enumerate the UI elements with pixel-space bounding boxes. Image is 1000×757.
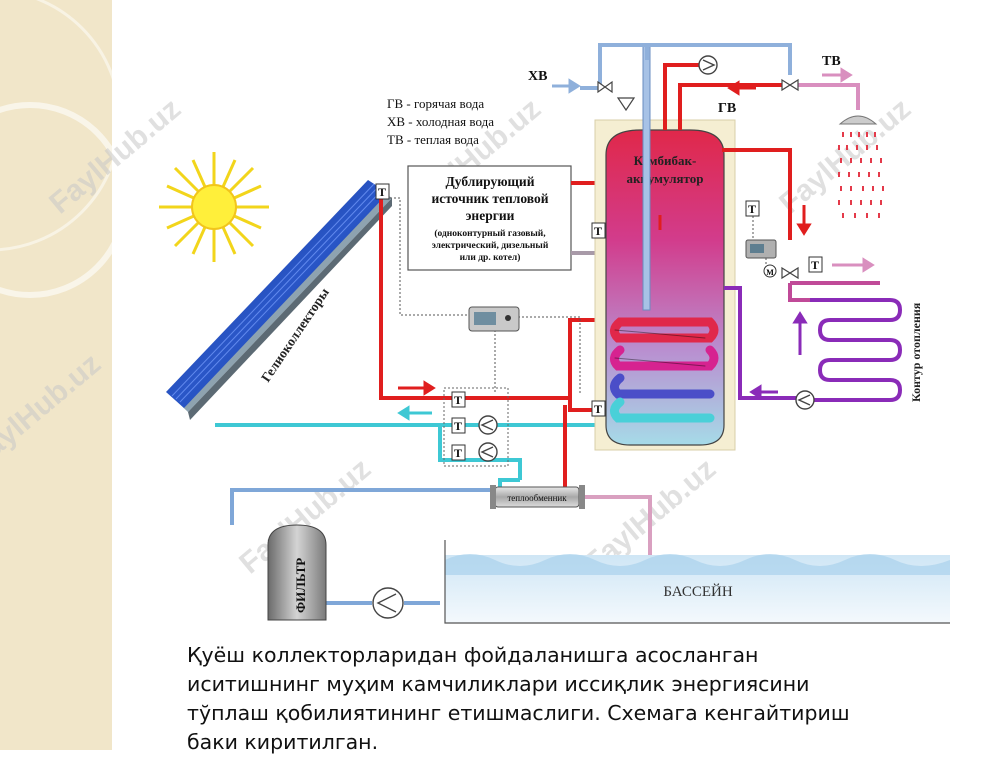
heating-circuit-label: Контур отопления	[909, 302, 923, 402]
watermark-6: FaylHub.uz	[0, 347, 107, 475]
legend-warm: ТВ - теплая вода	[387, 132, 479, 147]
caption-line-2: иситишнинг муҳим камчиликлари иссиқлик э…	[187, 672, 810, 696]
pool-circuit-pipes	[230, 488, 652, 605]
backup-note-3: или др. котел)	[460, 252, 521, 263]
tank-coils	[610, 317, 719, 423]
sensor-t: T	[454, 419, 462, 433]
pump-icon	[478, 415, 498, 435]
backup-source-text: Дублирующий источник тепловой энергии (о…	[431, 174, 548, 263]
hot-water-pipes	[663, 63, 792, 240]
pool-label: БАССЕЙН	[663, 583, 733, 600]
warm-water-pipe	[795, 83, 860, 110]
filter-tank: ФИЛЬТР	[267, 524, 327, 621]
sensor-t: T	[378, 185, 386, 199]
sensors: T T T T T T T T	[375, 183, 823, 461]
heating-loop-pipes	[724, 281, 903, 402]
caption-line-3: тўплаш қобилиятининг етишмаслиги. Схемаг…	[187, 701, 850, 725]
pump-icon	[372, 587, 404, 619]
valves	[597, 78, 799, 280]
label-tb: ТВ	[822, 54, 841, 69]
water-labels: ХВ ТВ ГВ	[528, 54, 841, 116]
caption-line-4: баки киритилган.	[187, 730, 379, 754]
sensor-t: T	[454, 446, 462, 460]
legend: ГВ - горячая вода ХВ - холодная вода ТВ …	[387, 96, 494, 147]
caption: Қуёш коллекторларидан фойдаланишга асосл…	[187, 641, 967, 757]
label-xb: ХВ	[528, 69, 547, 84]
watermark-3: FaylHub.uz	[773, 92, 917, 220]
backup-note-1: (одноконтурный газовый,	[434, 228, 546, 239]
sun-icon	[159, 152, 269, 262]
pumps	[372, 55, 815, 619]
side-decoration-panel	[0, 0, 112, 750]
pump-group-frame	[443, 387, 509, 467]
legend-cold: ХВ - холодная вода	[387, 114, 494, 129]
sensor-t: T	[811, 258, 819, 272]
flow-arrows	[397, 67, 875, 421]
filter-label: ФИЛЬТР	[293, 558, 308, 613]
mixer-mark: M	[766, 268, 774, 277]
pool: БАССЕЙН	[444, 540, 950, 624]
mixer-controller: M	[745, 239, 777, 278]
sensor-t: T	[594, 402, 602, 416]
solar-loop-pipes	[215, 408, 612, 490]
backup-title-1: Дублирующий	[446, 174, 535, 189]
sensor-t: T	[454, 393, 462, 407]
backup-note-2: электрический, дизельный	[432, 240, 549, 251]
sensor-t: T	[748, 202, 756, 216]
sensor-t: T	[594, 224, 602, 238]
solar-collector-panel	[166, 180, 392, 420]
controller-device	[468, 306, 520, 332]
pump-icon	[795, 390, 815, 410]
decorative-rings	[0, 0, 112, 298]
shower-icon	[838, 115, 884, 218]
heat-exchanger: теплообменник	[490, 485, 585, 509]
backup-title-2: источник тепловой	[431, 191, 548, 206]
tank-label-2: аккумулятор	[627, 171, 704, 186]
heat-exchanger-label: теплообменник	[507, 493, 567, 503]
watermark-1: FaylHub.uz	[43, 92, 187, 220]
cold-water-pipes	[580, 43, 792, 90]
legend-hot: ГВ - горячая вода	[387, 96, 484, 111]
pump-icon	[698, 55, 718, 75]
cold-inlet-tube	[642, 44, 651, 311]
backup-title-3: энергии	[466, 208, 515, 223]
caption-line-1: Қуёш коллекторларидан фойдаланишга асосл…	[187, 643, 759, 667]
label-gb: ГВ	[718, 101, 736, 116]
pump-icon	[478, 442, 498, 462]
backup-source-box	[407, 165, 572, 271]
